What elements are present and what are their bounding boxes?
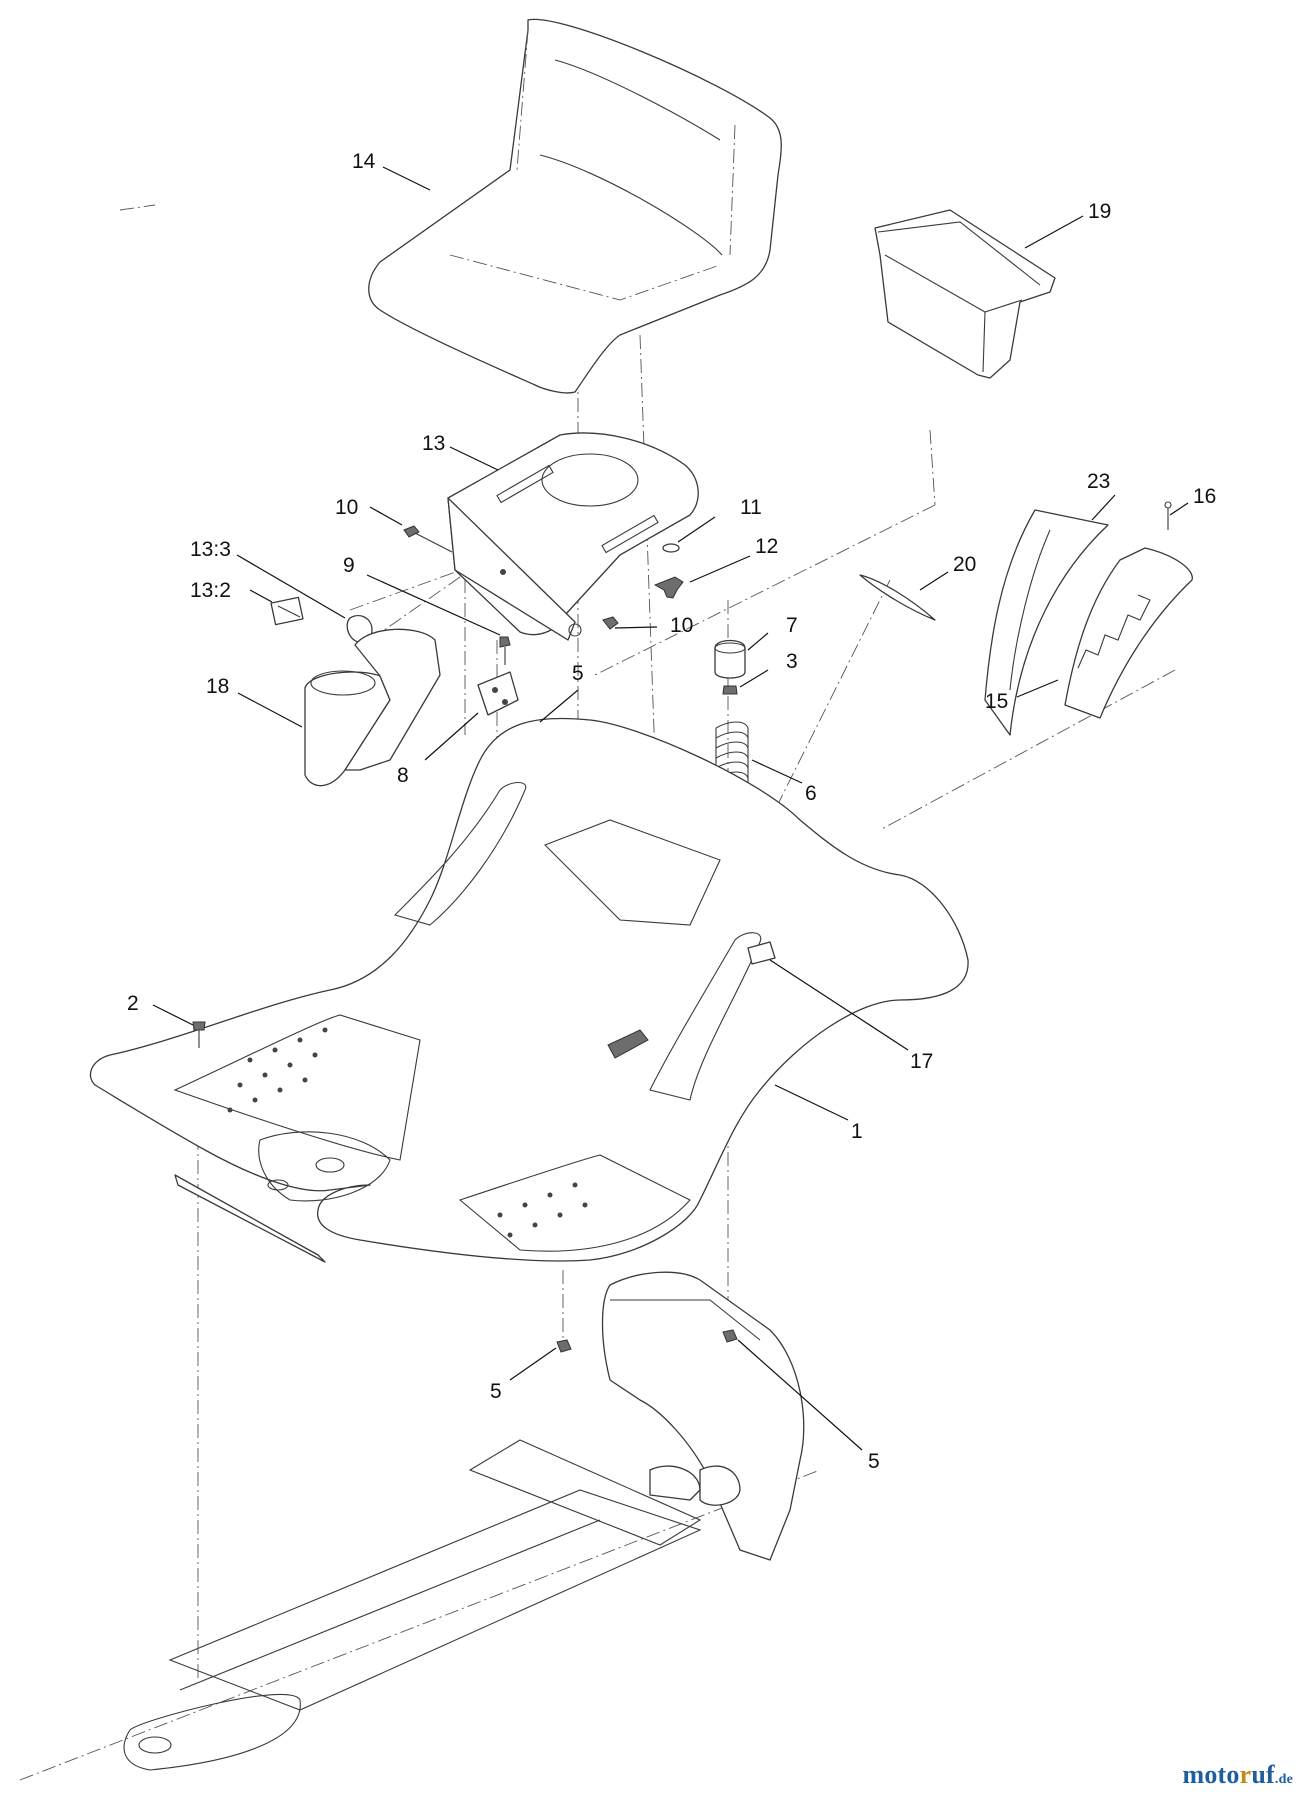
callout-label: 10 [335,496,358,519]
callout-label: 17 [910,1050,933,1073]
callout-label: 9 [343,554,355,577]
part-fender-pads [984,501,1193,736]
callout-label: 13 [422,432,445,455]
callout-label: 23 [1087,470,1110,493]
part-hardware [270,525,684,665]
callout-label: 1 [851,1120,863,1143]
leaders [152,166,1189,1451]
part-frame [123,1271,805,1771]
watermark-accent: r [1239,1760,1252,1789]
callout-label: 6 [805,782,817,805]
callout-label: 13:3 [190,538,231,561]
callout-label: 2 [127,992,139,1015]
watermark-rest: uf [1251,1760,1275,1789]
callout-label: 13:2 [190,579,231,602]
callout-label: 20 [953,553,976,576]
part-cup-holder [304,628,441,787]
callout-label: 16 [1193,485,1216,508]
callout-label: 11 [740,496,762,519]
part-fender-body [89,717,969,1263]
callout-label: 19 [1088,200,1111,223]
part-seat-bracket [447,432,699,641]
watermark-logo: motoruf.de [1182,1760,1293,1790]
callout-label: 12 [755,535,778,558]
floor-holes [227,1027,588,1238]
part-seat [368,18,782,394]
watermark-main: moto [1182,1760,1240,1789]
callout-label: 7 [786,614,798,637]
callout-label: 18 [206,675,229,698]
callout-label: 5 [868,1450,880,1473]
callouts: 14 19 13 10 11 12 13:3 9 13:2 10 7 3 23 … [127,150,1216,1473]
callout-label: 10 [670,614,693,637]
callout-label: 3 [786,650,798,673]
watermark-tld: .de [1274,1772,1293,1787]
part-storage-bin [874,209,1056,379]
callout-label: 14 [352,150,376,173]
callout-label: 8 [397,764,409,787]
callout-label: 5 [490,1380,502,1403]
callout-label: 15 [985,690,1008,713]
part-decal [859,574,936,621]
callout-label: 5 [572,662,584,685]
